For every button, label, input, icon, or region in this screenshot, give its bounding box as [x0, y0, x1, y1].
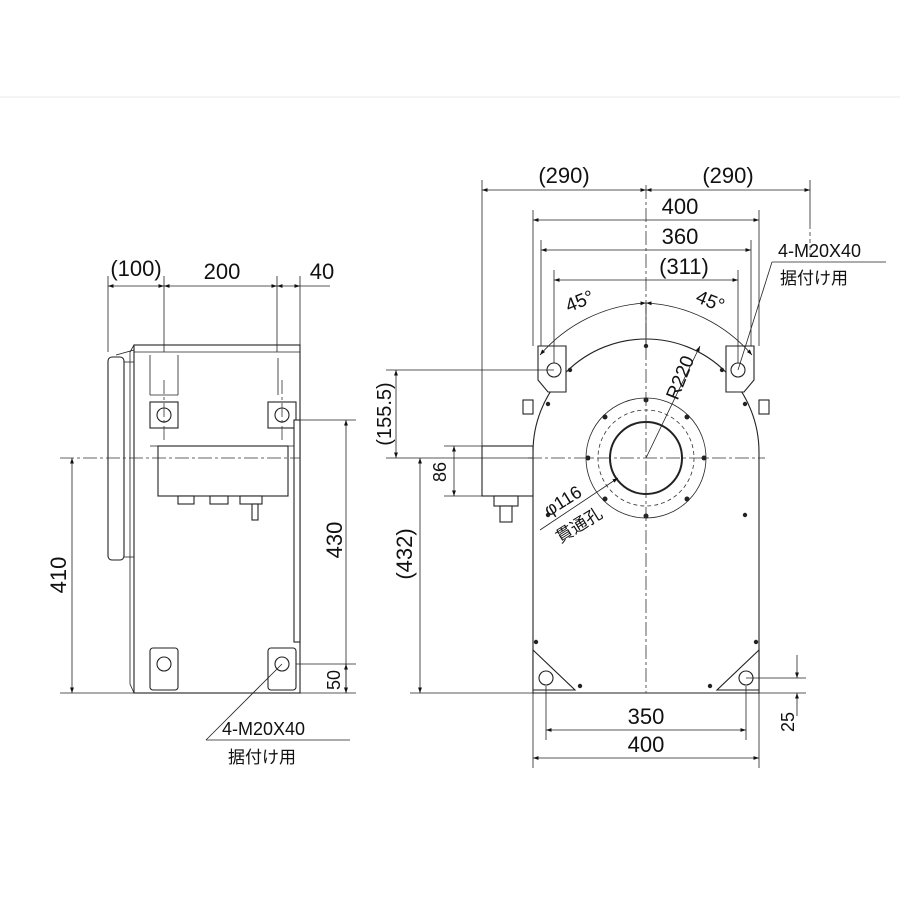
front-callout-purpose: 据付け用	[780, 269, 848, 289]
arc-45-right	[645, 301, 753, 356]
side-view: (100) 200 40 410 430 50 4-M20X40 据付け用	[46, 256, 356, 768]
side-body-edge	[129, 344, 300, 694]
front-flange-bolts	[585, 397, 707, 519]
dim-foot-25: 25	[778, 712, 798, 732]
dim-width-360: 360	[662, 224, 699, 249]
side-shaft	[251, 503, 259, 521]
side-body-outline	[133, 344, 301, 694]
dim-bottom-50: 50	[324, 670, 344, 690]
dim-angle-right: 45°	[693, 287, 728, 317]
front-motor-box	[481, 445, 534, 497]
dim-bottom-350: 350	[628, 704, 665, 729]
side-gearbox-lug-3	[239, 495, 263, 505]
side-right-plate	[293, 419, 301, 643]
dim-bottom-400: 400	[628, 732, 665, 757]
dim-top-right-290: (290)	[702, 163, 753, 188]
front-motor-shaft	[499, 505, 513, 523]
side-top-bracket-right	[277, 358, 301, 395]
dim-width-311: (311)	[659, 254, 709, 279]
dim-width-400-top: 400	[662, 194, 699, 219]
side-gearbox	[157, 445, 289, 497]
side-gearbox-lug-1	[177, 495, 195, 505]
dim-height-155: (155.5)	[374, 382, 396, 445]
front-leader	[737, 261, 773, 371]
dim-top-40: 40	[310, 259, 334, 284]
side-cover-frame	[123, 361, 135, 558]
side-callout-purpose: 据付け用	[228, 748, 296, 768]
front-lug-right	[758, 399, 770, 415]
dim-height-432: (432)	[392, 528, 417, 579]
dim-height-86: 86	[430, 462, 450, 482]
arc-45-left	[539, 301, 647, 356]
front-view: (290) (290) 400 360 (311) 45° 45° R220 φ…	[374, 163, 886, 768]
leader-bore	[539, 477, 619, 531]
side-leader	[205, 663, 283, 741]
front-callout-bolt: 4-M20X40	[778, 241, 861, 261]
side-top-bracket-left	[149, 355, 179, 396]
side-cover-top	[115, 349, 135, 356]
side-lower-bolt-left	[156, 656, 172, 672]
side-callout-bolt: 4-M20X40	[222, 719, 305, 739]
dim-angle-left: 45°	[563, 287, 598, 317]
front-lug-left	[522, 399, 534, 415]
front-motor-lug	[493, 495, 519, 507]
side-cover-plate	[107, 356, 125, 561]
side-gearbox-lug-2	[209, 495, 229, 505]
dim-top-200: 200	[204, 259, 241, 284]
dim-top-left-290: (290)	[538, 163, 589, 188]
dim-top-ref: (100)	[110, 256, 161, 281]
leader-r220	[645, 345, 701, 459]
dim-height-430: 430	[322, 522, 347, 559]
dim-height-410: 410	[46, 557, 71, 594]
front-bolt-lower-left	[538, 670, 554, 686]
